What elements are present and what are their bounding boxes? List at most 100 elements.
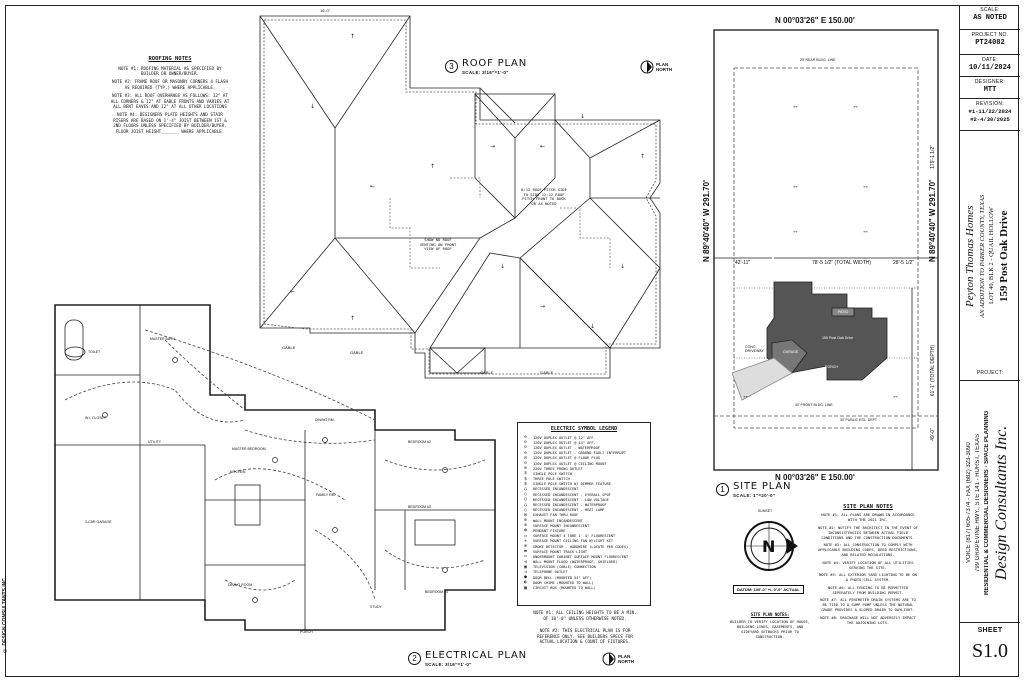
svg-text:←: ← <box>290 288 295 295</box>
legend-symbol-icon: ○ <box>524 502 527 508</box>
legend-symbol-icon: $ <box>524 476 527 482</box>
svg-text:↑: ↑ <box>350 33 355 40</box>
legend-row: ⊚SMOKE DETECTOR - HARDWIRE (LOCATE PER C… <box>521 544 647 549</box>
legend-item-label: RECESSED INCANDESCENT - WATERPROOF <box>533 503 607 508</box>
legend-item-label: EXHAUST FAN THRU ROOF <box>533 513 579 518</box>
svg-text:↑: ↑ <box>640 153 645 160</box>
legend-title: ELECTRIC SYMBOL LEGEND <box>550 426 618 432</box>
electrical-plan-title: ELECTRICAL PLAN <box>425 650 527 661</box>
legend-symbol-icon: ▭ <box>524 554 527 560</box>
room-label: FAMILY RM. <box>316 493 336 497</box>
tb-scale: SCALE: AS NOTED <box>960 5 1020 30</box>
svg-text:↔: ↔ <box>742 393 749 400</box>
legend-symbol-icon: ⊖ <box>524 435 527 441</box>
site-sub-notes-title: SITE PLAN NOTES: <box>750 612 790 617</box>
gable-label: GABLE <box>350 350 364 355</box>
tb-scale-value: AS NOTED <box>973 14 1007 22</box>
site-drive-label: CONC. DRIVEWAY <box>745 345 764 353</box>
roofing-notes-title: ROOFING NOTES <box>148 56 192 62</box>
legend-row: ⊡120V DUPLEX OUTLET @ FLOOR PLUG <box>521 456 647 461</box>
room-label: PORCH <box>300 630 313 634</box>
legend-row: ⊖120V DUPLEX OUTLET @ CEILING MOUNT <box>521 461 647 466</box>
site-note: NOTE #3: ALL CONSTRUCTION TO COMPLY WITH… <box>818 543 918 557</box>
legend-row: ⊗SURFACE MOUNT INCANDESCENT <box>521 523 647 528</box>
legend-row: ⊖ 120V DUPLEX OUTLET - GROUND FAULT INTER… <box>521 451 647 456</box>
roof-pitch-note: 8:12 ROOF PITCH SIDE TO SIDE 12:12 ROOF … <box>521 187 567 206</box>
site-bearing-left: N 89°40'40" W 291.70' <box>702 180 711 262</box>
compass-icon: N <box>744 521 798 571</box>
legend-row: ⊜220V THREE PRONG OUTLET <box>521 466 647 471</box>
site-dim: 49'-0" <box>930 428 936 441</box>
tb-project-no-value: PT24082 <box>975 39 1005 47</box>
legend-item-label: 120V DUPLEX OUTLET - GROUND FAULT INTERR… <box>533 451 627 456</box>
legend-row: ● DOOR BELL (MOUNTED 54" AFF) <box>521 575 647 580</box>
legend-item-label: RECESSED INCANDESCENT - EYEBALL SPOT <box>533 492 611 497</box>
legend-row: ○ RECESSED INCANDESCENT - EYEBALL SPOT <box>521 492 647 497</box>
legend-symbol-icon: ⊖ <box>524 450 527 456</box>
site-note: NOTE #6: ALL FENCING TO BE PERMITTED SEP… <box>828 585 908 595</box>
electrical-plan-north-label: PLAN NORTH <box>618 654 634 664</box>
compass-label: SUNSET <box>758 509 773 513</box>
legend-symbol-icon: ⊖ <box>524 445 527 451</box>
copyright-text: © DESIGN CONSULTANTS INC. <box>2 576 8 654</box>
legend-item-label: RECESSED INCANDESCENT <box>533 487 579 492</box>
legend-row: ⊖120V DUPLEX OUTLET - WATERPROOF <box>521 445 647 450</box>
legend-symbol-icon: ● <box>524 575 527 581</box>
site-note: NOTE #4: VERIFY LOCATION OF ALL UTILITIE… <box>822 560 914 570</box>
site-notes-title: SITE PLAN NOTES <box>843 504 893 510</box>
svg-text:↔: ↔ <box>792 183 799 190</box>
legend-row: ⊠EXHAUST FAN THRU ROOF <box>521 513 647 518</box>
legend-row: ◐DOOR CHIME (MOUNTED TO WALL) <box>521 580 647 585</box>
tb-sheet-label: SHEET <box>977 627 1003 634</box>
legend-row: $SINGLE POLE SWITCH <box>521 471 647 476</box>
title-block: SCALE: AS NOTED PROJECT NO. PT24082 DATE… <box>959 5 1020 677</box>
legend-symbol-icon: ⊲ <box>524 559 527 565</box>
roof-venting-note: SHOW NO ROOF VENTING ON FRONT VIEW OF RO… <box>419 237 457 252</box>
site-datum: DATUM: 100'-0" +/- 0'-0" ACTUAL <box>733 585 804 594</box>
site-dim: 78'-5 1/2" (TOTAL WIDTH) <box>812 260 872 266</box>
legend-symbol-icon: ○ <box>524 492 527 498</box>
legend-symbol-icon: ◐ <box>524 580 527 586</box>
legend-item-label: SURFACE MOUNT CEILING FAN W/LIGHT KIT <box>533 539 614 544</box>
legend-item-label: SURFACE MOUNT 4 TUBE 1'-4" FLUORESCENT <box>533 534 616 539</box>
legend-item-label: 120V DUPLEX OUTLET @ 44" AFF. <box>533 440 596 445</box>
tb-revision-label: REVISION: <box>976 101 1004 107</box>
legend-symbol-icon: ✳ <box>524 538 527 544</box>
site-porch-label: PORCH <box>825 365 838 369</box>
roof-dim: 16'-0" <box>320 8 331 13</box>
north-arrow-icon <box>640 60 654 74</box>
tb-date: DATE: 10/11/2024 <box>960 55 1020 77</box>
roofing-notes: ROOFING NOTES NOTE #1: ROOFING MATERIAL … <box>110 56 230 137</box>
tb-firm-phone: VOICE (817) 605-7374 - FAX (682) 323-309… <box>966 442 972 564</box>
gable-label: GABLE <box>480 370 494 375</box>
legend-row: ◁TELEPHONE OUTLET <box>521 570 647 575</box>
site-dim: 42'-11" <box>735 260 751 266</box>
tb-firm-tagline: RESIDENTIAL & COMMERCIAL DESIGNERS - SPA… <box>984 410 990 596</box>
legend-row: ◍PENDANT FIXTURE <box>521 528 647 533</box>
room-label: MASTER BEDROOM <box>232 447 266 451</box>
room-label: DINING ROOM <box>228 583 253 587</box>
legend-row: ⊲WALL MOUNT FLOOD (WATERPROOF, SHIELDED) <box>521 560 647 565</box>
site-sub-notes: SITE PLAN NOTES: BUILDER TO VERIFY LOCAT… <box>730 612 810 643</box>
front-bldg-line: 40' FRONT BLDG. LINE <box>795 403 833 407</box>
gable-label: GABLE <box>540 370 554 375</box>
tb-project-no-label: PROJECT NO. <box>971 32 1009 38</box>
roofing-note: NOTE #3: ALL ROOF OVERHANGS AS FOLLOWS: … <box>110 92 230 110</box>
site-plan-notes: SITE PLAN NOTES NOTE #1: ALL PLANS ARE D… <box>818 504 918 628</box>
svg-text:↓: ↓ <box>500 263 505 270</box>
roofing-note: NOTE #1: ROOFING MATERIAL AS SPECIFIED B… <box>118 65 222 77</box>
legend-item-label: DOOR BELL (MOUNTED 54" AFF) <box>533 575 592 580</box>
gable-label: GABLE <box>282 345 296 350</box>
tb-project: 159 Post Oak Drive LOT 40, BLK 2 - QUAIL… <box>960 131 1020 381</box>
svg-text:↔: ↔ <box>862 228 869 235</box>
legend-row: ⊕WALL MOUNT INCANDESCENT <box>521 518 647 523</box>
legend-symbol-icon: ◁ <box>524 569 527 575</box>
room-label: TOILET <box>88 350 101 354</box>
tb-project-lot: LOT 40, BLK 2 - QUAIL HOLLOW <box>988 207 995 305</box>
svg-text:←: ← <box>540 143 545 150</box>
site-plan-number: 1 <box>716 483 729 496</box>
roof-plan-title: ROOF PLAN <box>462 58 527 69</box>
site-note: NOTE #5: ALL EXTERIOR YARD LIGHTING TO B… <box>819 573 917 582</box>
tb-designer-label: DESIGNER: <box>974 79 1006 85</box>
legend-symbol-icon: ▦ <box>524 585 527 591</box>
